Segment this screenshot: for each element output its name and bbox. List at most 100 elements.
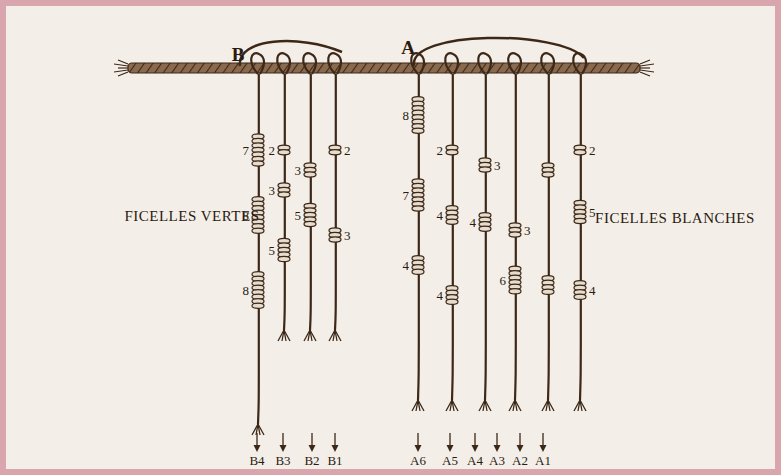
string-tassel [310,330,316,341]
group-loop [414,38,584,66]
knot-count: 2 [269,144,276,157]
page-ground [6,6,775,469]
pendant-string [478,53,491,411]
pendant-strings [251,53,586,435]
string-tassel [412,400,418,411]
string-tassel [329,330,335,341]
frayed-end [640,60,650,64]
string-name: B4 [249,454,264,467]
pendant-string [277,53,290,341]
knot-coil [252,228,264,233]
string-line [579,74,582,400]
attachment-loop [508,53,521,74]
knot-count: 7 [403,189,410,202]
frayed-end [640,72,650,76]
knot-coil [412,206,424,211]
attachment-loop [541,53,554,74]
string-tassel [304,330,310,341]
knot-count: 4 [437,289,444,302]
knot-coil [479,226,491,231]
arrow-head [254,445,261,452]
string-tassel [446,400,452,411]
knot-coil [329,237,341,242]
attachment-loop [328,53,341,74]
knot-count: 4 [470,216,477,229]
knot-count: 4 [403,259,410,272]
arrow-head [540,445,547,452]
knot-count: 3 [295,164,302,177]
knot-coil [446,219,458,224]
knot-coil [252,303,264,308]
group-letter: A [401,38,415,57]
knot-coil [304,172,316,177]
knot-count: 3 [494,159,501,172]
frayed-end [640,70,654,72]
pendant-string [303,53,316,341]
frayed-end [114,64,128,66]
knot-count: 3 [344,229,351,242]
string-tassel [452,400,458,411]
knot-coil [252,161,264,166]
knot-coil [509,232,521,237]
string-tassel [284,330,290,341]
main-cord [114,38,654,76]
string-line [451,74,454,400]
knot-count: 2 [344,144,351,157]
arrow-head [280,445,287,452]
knot-count: 8 [243,209,250,222]
string-line [484,74,487,400]
string-line [283,74,286,330]
knot-coil [574,218,586,223]
knot-coil [278,150,290,155]
string-tassel [479,400,485,411]
knot-count: 5 [295,209,302,222]
string-tassel [509,400,515,411]
string-name: B1 [327,454,342,467]
arrow-head [472,445,479,452]
attachment-loop [573,53,586,74]
string-tassel [278,330,284,341]
arrow-head [309,445,316,452]
string-name: A4 [467,454,483,467]
knot-count: 3 [524,224,531,237]
knot-coil [412,128,424,133]
knot-count: 2 [437,144,444,157]
string-name: A2 [512,454,528,467]
attachment-loop [303,53,316,74]
arrow-head [447,445,454,452]
frayed-end [118,67,128,68]
knot-coil [574,150,586,155]
knot-coil [278,256,290,261]
knot-coil [509,289,521,294]
string-line [547,74,550,400]
knot-count: 5 [269,244,276,257]
knot-count: 8 [403,109,410,122]
knot-count: 5 [589,206,596,219]
string-tassel [542,400,548,411]
string-line [257,74,260,424]
arrow-head [494,445,501,452]
string-tassel [548,400,554,411]
knot-coil [574,294,586,299]
string-name: A3 [489,454,505,467]
main-cord [128,63,640,73]
knot-coil [542,172,554,177]
knot-count: 8 [243,284,250,297]
group-caption: FICELLES VERTES [124,209,259,224]
string-tassel [258,424,264,435]
pendant-string [573,53,586,411]
frayed-end [640,67,650,68]
pendant-string [251,53,264,435]
pendant-string [411,53,424,411]
attachment-loop [251,53,264,74]
frayed-end [118,60,128,64]
attachment-loop [478,53,491,74]
string-line [334,74,337,330]
string-line [309,74,312,330]
string-name: A5 [442,454,458,467]
string-name: A1 [535,454,551,467]
string-name: B2 [304,454,319,467]
arrow-head [415,445,422,452]
